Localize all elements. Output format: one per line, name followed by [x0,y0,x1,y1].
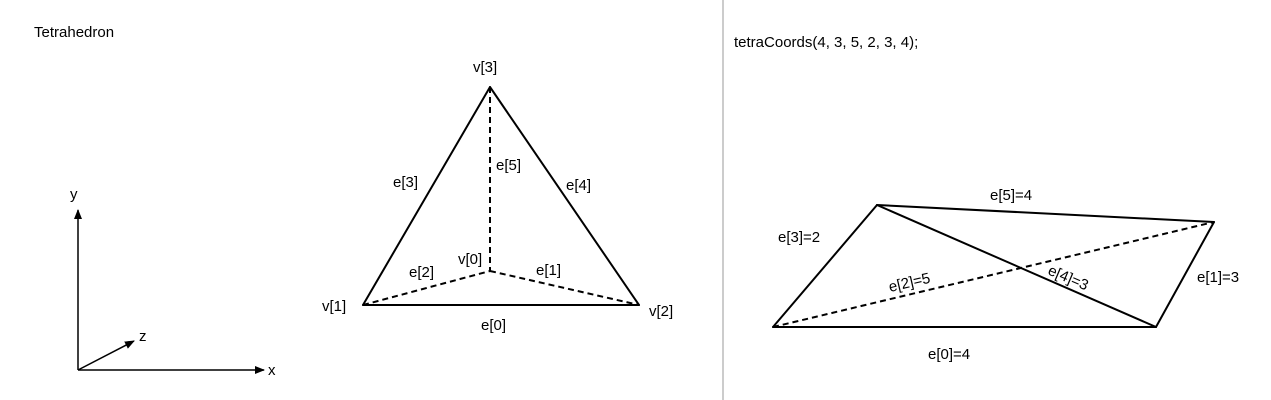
coordinate-axes: x y z [70,186,276,379]
edge-4-label: e[4] [566,177,591,194]
x-axis-label: x [268,362,276,379]
edge-4-line [489,86,640,306]
edge-1-line [489,270,640,306]
edge-2-line [362,270,491,306]
edge-3-line [362,86,491,306]
left-panel-title: Tetrahedron [34,24,114,41]
edge-3-label: e[3]=2 [778,229,820,246]
edge-3-label: e[3] [393,174,418,191]
edge-1-label: e[1]=3 [1197,269,1239,286]
right-panel: tetraCoords(4, 3, 5, 2, 3, 4); e[0]=4 e[… [734,34,1239,363]
edge-0-label: e[0]=4 [928,346,970,363]
z-axis-arrow [77,340,135,371]
edge-2-label: e[2] [409,264,434,281]
edge-5-line [876,204,1215,223]
edge-5-label: e[5]=4 [990,187,1032,204]
edge-3-line [772,204,878,328]
edge-4-line [876,204,1157,328]
right-panel-title: tetraCoords(4, 3, 5, 2, 3, 4); [734,34,918,51]
edge-1-label: e[1] [536,262,561,279]
edge-1-line [1155,221,1215,328]
edge-0-label: e[0] [481,317,506,334]
vertex-1-label: v[1] [322,298,346,315]
edge-2-line [772,221,1215,328]
vertex-2-label: v[2] [649,303,673,320]
vertex-3-label: v[3] [473,59,497,76]
edge-5-label: e[5] [496,157,521,174]
tetrahedron-front-view: v[3] v[1] v[2] v[0] e[0] e[1] e[2] e[3] … [322,59,673,334]
z-axis-label: z [139,328,147,345]
left-panel: Tetrahedron x y z v[3] v[1] v[2] v[0] e[… [34,24,673,379]
vertex-0-label: v[0] [458,251,482,268]
y-axis-label: y [70,186,78,203]
edge-2-label: e[2]=5 [887,270,932,296]
tetrahedron-computed-view: e[0]=4 e[1]=3 e[2]=5 e[3]=2 e[4]=3 e[5]=… [772,187,1239,363]
